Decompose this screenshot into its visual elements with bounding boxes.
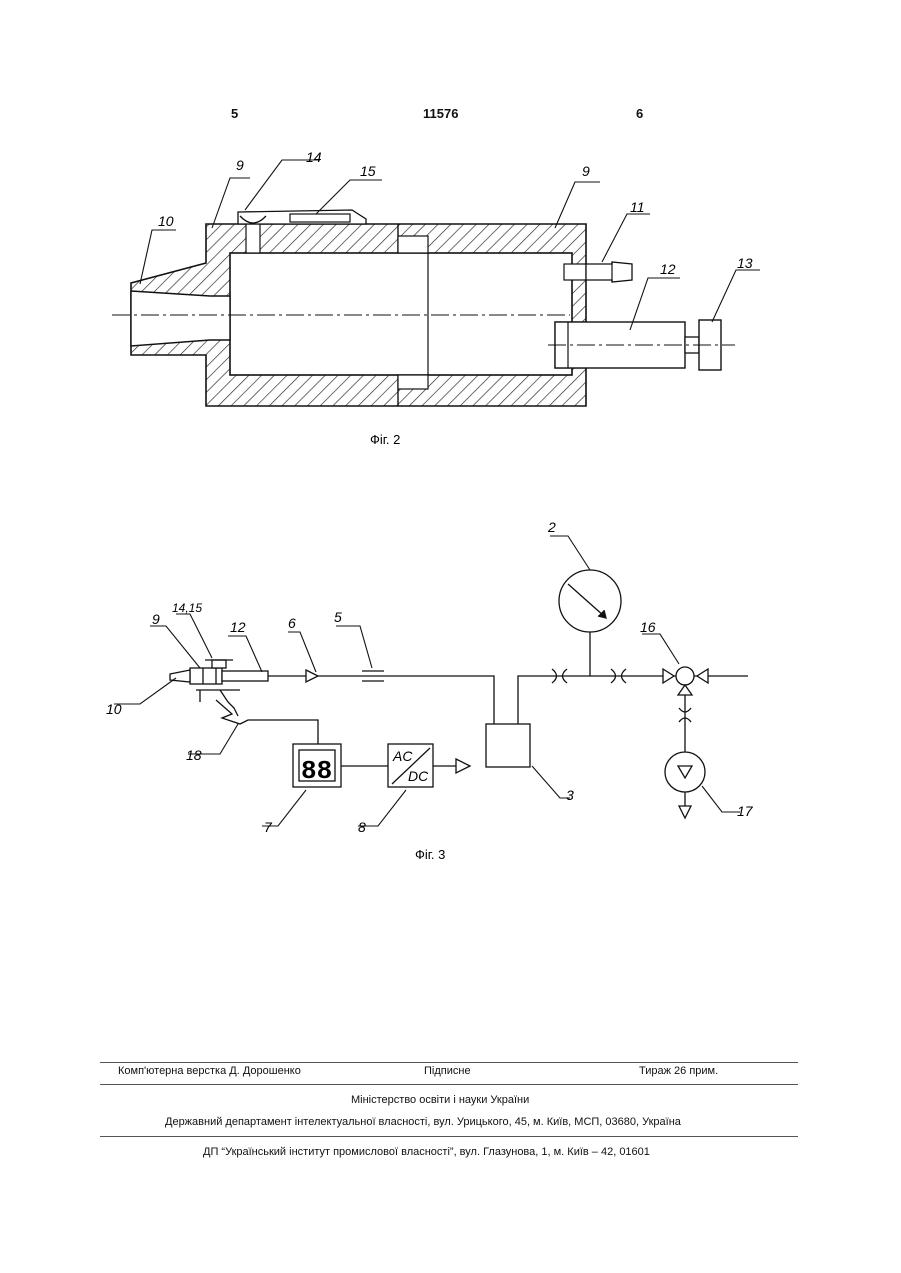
fig3-label-16: 16 [640, 619, 656, 635]
display-digits: 88 [301, 756, 332, 786]
converter-dc-label: DC [408, 768, 429, 784]
footer-signed: Підписне [424, 1065, 471, 1077]
fig3-label-12: 12 [230, 619, 246, 635]
footer-department: Державний департамент інтелектуальної вл… [165, 1116, 681, 1128]
fig3-label-8: 8 [358, 819, 366, 835]
fig3-label-7: 7 [264, 819, 273, 835]
footer-rule-bottom [100, 1136, 798, 1137]
fig3-label-3: 3 [566, 787, 574, 803]
fig3-label-17: 17 [737, 803, 754, 819]
fig3-label-5: 5 [334, 609, 342, 625]
fig3-label-6: 6 [288, 615, 296, 631]
fig3-label-2: 2 [547, 519, 556, 535]
probe-pin [222, 671, 268, 681]
footer-rule-middle [100, 1084, 798, 1085]
figure-3-schematic: 2 9 14,15 12 6 5 16 10 18 7 8 3 17 88 AC… [0, 0, 901, 880]
footer-ministry: Міністерство освіти і науки України [351, 1094, 529, 1106]
footer-institute: ДП “Український інститут промислової вла… [203, 1146, 650, 1158]
fig3-label-18: 18 [186, 747, 202, 763]
converter-ac-label: AC [392, 748, 413, 764]
probe-body [190, 668, 222, 684]
footer-circulation: Тираж 26 прим. [639, 1065, 718, 1077]
fig3-caption: Фіг. 3 [415, 847, 445, 862]
footer-typesetter: Комп'ютерна верстка Д. Дорошенко [118, 1065, 301, 1077]
fig3-label-10: 10 [106, 701, 122, 717]
footer-rule-top [100, 1062, 798, 1063]
fig3-label-14-15: 14,15 [172, 601, 202, 615]
fig3-label-9: 9 [152, 611, 160, 627]
